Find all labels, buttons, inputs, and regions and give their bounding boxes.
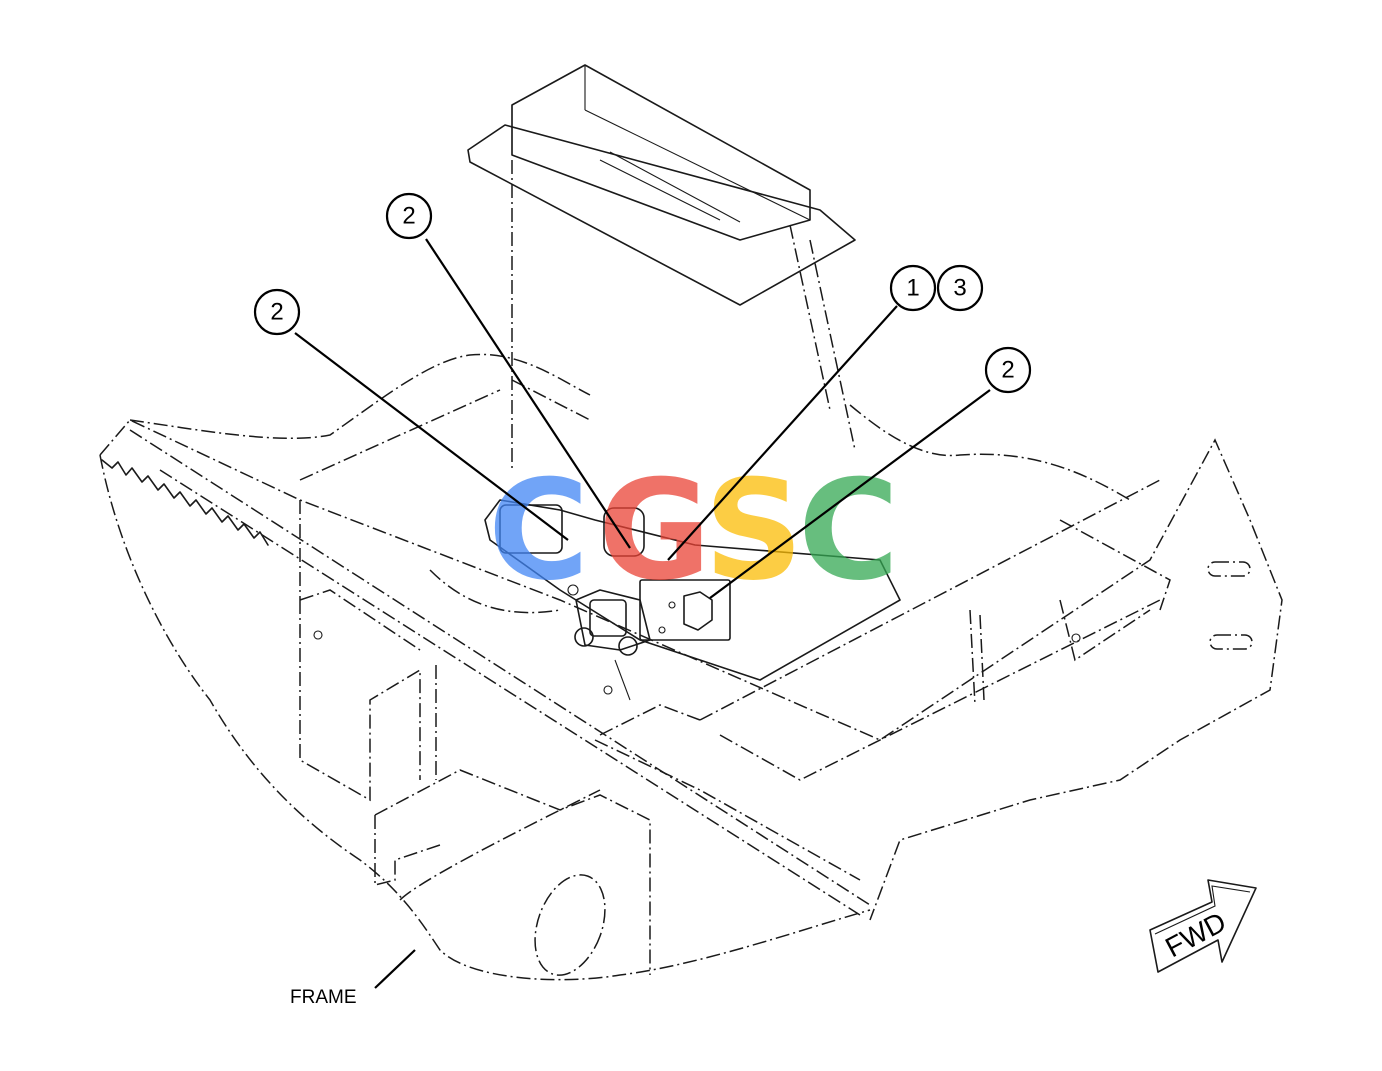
leader-callout-1-3 — [667, 305, 898, 561]
fwd-arrow-icon: FWD — [1149, 879, 1257, 973]
svg-text:1: 1 — [906, 275, 919, 302]
watermark-letter-g: G — [598, 450, 711, 611]
svg-text:2: 2 — [402, 203, 415, 230]
leader-frame — [374, 949, 416, 989]
callout-2-right: 2 — [984, 346, 1032, 394]
callout-3: 3 — [936, 264, 984, 312]
frame-label: FRAME — [290, 987, 357, 1008]
callout-2-upper: 2 — [385, 192, 433, 240]
watermark-letter-s: S — [704, 450, 803, 611]
leader-callout-2-right — [709, 389, 991, 599]
svg-text:3: 3 — [953, 275, 966, 302]
leader-callout-2-left — [294, 332, 569, 541]
watermark-letter-c1: C — [488, 450, 589, 611]
leader-lines — [294, 238, 991, 989]
frame-outline — [99, 353, 1283, 981]
frame-teeth — [101, 459, 269, 546]
svg-text:2: 2 — [270, 299, 283, 326]
valve-block — [484, 499, 901, 701]
frame-lug — [374, 704, 701, 976]
svg-text:2: 2 — [1001, 357, 1014, 384]
callout-2-left: 2 — [253, 288, 301, 336]
leader-callout-2-upper — [425, 238, 631, 549]
callout-1: 1 — [889, 264, 937, 312]
duct-tower — [467, 64, 856, 470]
watermark-letter-c2: C — [798, 450, 899, 611]
watermark: C G S C — [488, 450, 899, 611]
frame-side-plates — [299, 561, 1253, 802]
